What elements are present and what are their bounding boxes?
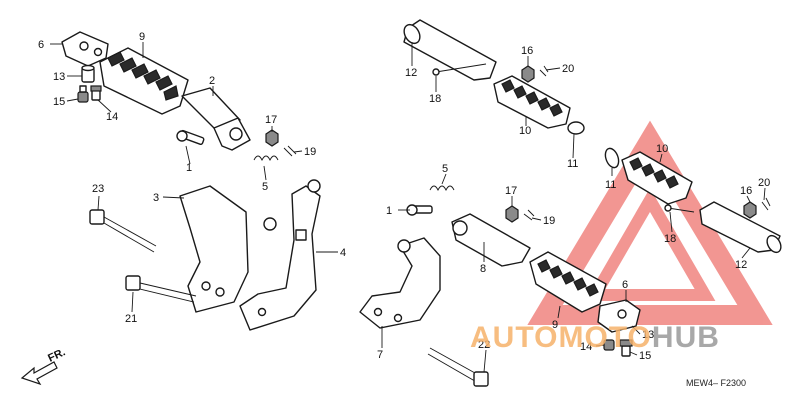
part-11-cap-right — [604, 147, 620, 169]
part-15-bolt-left — [77, 85, 89, 103]
part-4-main-bracket — [239, 179, 321, 331]
callout-3: 3 — [153, 192, 159, 204]
part-12-peg-top — [403, 19, 497, 81]
callout-7: 7 — [377, 349, 383, 361]
callout-22: 22 — [478, 339, 490, 351]
callout-20-top: 20 — [562, 63, 574, 75]
part-21-bolt — [125, 275, 197, 303]
part-8-footpeg-right — [451, 213, 531, 267]
callout-labels: 6 9 13 2 15 14 17 19 1 5 3 23 4 21 12 16… — [38, 31, 770, 362]
callout-8: 8 — [480, 263, 486, 275]
part-18-rod-top — [432, 63, 487, 76]
watermark-text: AUTOMOTOHUB — [470, 321, 720, 354]
part-6-bracket-left — [61, 31, 109, 67]
front-label: FR. — [46, 346, 67, 364]
callout-14-left: 14 — [106, 111, 118, 123]
part-16-nut-right — [743, 201, 757, 219]
diagram-code: MEW4– F2300 — [686, 378, 746, 388]
part-20-pin-right — [761, 197, 771, 211]
front-direction-indicator: FR. — [20, 346, 67, 386]
callout-14-right: 14 — [580, 341, 592, 353]
callout-17-left: 17 — [265, 114, 277, 126]
callout-9-right: 9 — [552, 319, 558, 331]
leader-lines — [50, 42, 766, 373]
part-17-nut-left — [265, 129, 279, 147]
watermark-text-part1: AUTOMOTO — [470, 321, 652, 354]
callout-19-left: 19 — [304, 146, 316, 158]
callout-18-right: 18 — [664, 233, 676, 245]
callout-21: 21 — [125, 313, 137, 325]
part-5-spring-left — [253, 155, 279, 162]
callout-4: 4 — [340, 247, 346, 259]
callout-16-top: 16 — [521, 45, 533, 57]
callout-16-right: 16 — [740, 185, 752, 197]
callout-19-right: 19 — [543, 215, 555, 227]
callout-6-right: 6 — [622, 279, 628, 291]
callout-17-right: 17 — [505, 185, 517, 197]
part-19-pin-right — [523, 209, 535, 221]
callout-5-right: 5 — [442, 163, 448, 175]
part-20-pin-top — [539, 65, 549, 77]
callout-1-left: 1 — [186, 162, 192, 174]
watermark-text-part2: HUB — [652, 321, 720, 354]
part-2-footpeg-left — [181, 87, 251, 151]
callout-13-left: 13 — [53, 71, 65, 83]
callout-15-right: 15 — [639, 350, 651, 362]
callout-6-left: 6 — [38, 39, 44, 51]
front-arrow-icon — [20, 361, 58, 386]
part-10-rubber-top — [493, 75, 571, 129]
callout-18-top: 18 — [429, 93, 441, 105]
callout-12-top: 12 — [405, 67, 417, 79]
callout-11-top: 11 — [567, 158, 578, 170]
part-14-bolt-left — [90, 85, 102, 101]
callout-10-right: 10 — [656, 143, 668, 155]
part-18-rod-right — [664, 204, 695, 213]
part-9-rubber-right — [529, 251, 607, 313]
callout-5-left: 5 — [262, 181, 268, 193]
part-12-peg-right — [699, 201, 782, 254]
part-22-bolt — [427, 347, 489, 387]
watermark-logo — [527, 120, 773, 325]
part-1-pin-left — [176, 129, 205, 145]
part-7-bracket-right — [359, 237, 441, 329]
part-1-pin-right — [406, 204, 433, 216]
callout-15-left: 15 — [53, 96, 65, 108]
part-10-rubber-right — [621, 151, 693, 205]
callout-20-right: 20 — [758, 177, 770, 189]
callout-9-left: 9 — [139, 31, 145, 43]
part-19-pin-left — [283, 145, 297, 157]
callout-1-right: 1 — [386, 205, 392, 217]
part-23-bolt — [89, 209, 157, 253]
callout-12-right: 12 — [735, 259, 747, 271]
callout-13-right: 13 — [642, 329, 654, 341]
part-16-nut-top — [521, 65, 535, 83]
svg-text:AUTOMOTOHUB: AUTOMOTOHUB — [470, 321, 720, 354]
callout-23: 23 — [92, 183, 104, 195]
callout-2-left: 2 — [209, 75, 215, 87]
part-5-spring-right — [429, 185, 455, 192]
part-15-bolt-right — [619, 339, 633, 357]
part-11-cap-top — [567, 121, 585, 135]
part-3-bracket — [179, 185, 249, 313]
part-17-nut-right — [505, 205, 519, 223]
part-9-rubber-left — [99, 47, 189, 115]
part-13-collar-left — [81, 64, 95, 83]
callout-11-right: 11 — [605, 179, 616, 191]
callout-10-top: 10 — [519, 125, 531, 137]
